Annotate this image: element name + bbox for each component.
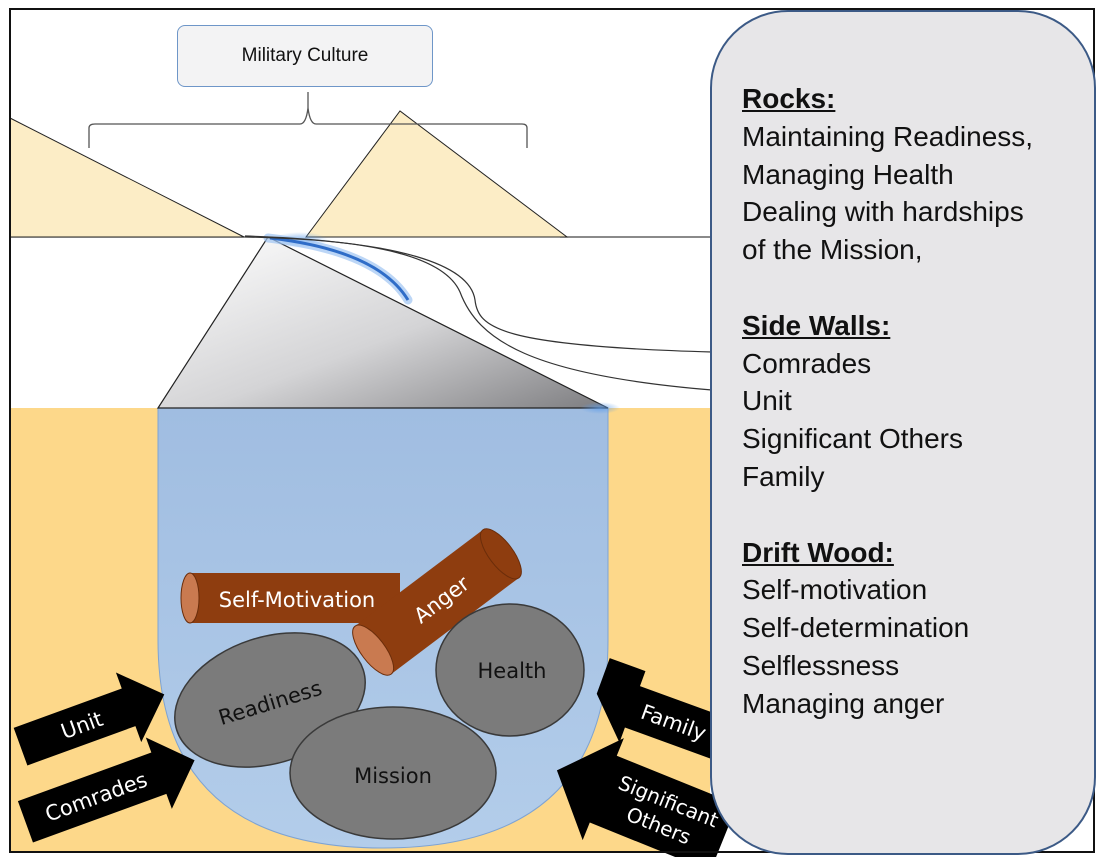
rock-mission-shape: [289, 706, 497, 840]
rock-mission-label: Mission: [354, 764, 432, 788]
title-box: Military Culture: [177, 25, 433, 87]
rock-health: Health: [435, 603, 585, 737]
legend-item: of the Mission,: [742, 234, 923, 266]
legend-item: Dealing with hardships: [742, 196, 1024, 228]
arrow-significant-others-shape: [556, 738, 738, 857]
log-anger-end: [352, 624, 395, 676]
log-self-motivation: Self-Motivation: [180, 572, 400, 624]
legend-item: Significant Others: [742, 423, 963, 455]
legend-item: Maintaining Readiness,: [742, 120, 1034, 152]
log-self-motivation-label: Self-Motivation: [219, 588, 375, 612]
log-self-motivation-body: [190, 573, 400, 623]
legend-item: Comrades: [742, 347, 872, 379]
legend-heading-rocks: Rocks:: [742, 83, 836, 114]
flow-line-outer: [244, 236, 713, 353]
legend-heading-drift-wood: Drift Wood:: [742, 536, 894, 568]
diagram-title: Military Culture: [241, 45, 369, 66]
legend-heading-side-walls: Side Walls:: [742, 309, 891, 341]
legend: Rocks: Maintaining Readiness, Managing H…: [742, 80, 1092, 723]
legend-item: Self-motivation: [742, 574, 928, 606]
log-self-motivation-end: [180, 572, 200, 624]
right-triangle: [305, 110, 569, 238]
legend-spacer: [742, 269, 1092, 307]
rock-health-shape: [435, 603, 585, 737]
legend-item: Managing anger: [742, 687, 945, 719]
glow-spot-bottom: [580, 402, 620, 414]
channel-curve: [269, 236, 410, 301]
legend-spacer: [742, 496, 1092, 534]
legend-panel: [710, 10, 1096, 855]
arrow-unit: Unit: [13, 672, 165, 766]
arrow-family-shape: [596, 658, 729, 760]
grey-triangle: [156, 236, 609, 409]
log-anger-back-end: [479, 528, 522, 580]
log-anger-body: [355, 529, 519, 675]
arrow-comrades-shape: [17, 737, 195, 843]
legend-item: Family: [742, 460, 825, 492]
legend-item: Selflessness: [742, 649, 900, 681]
legend-item: Managing Health: [742, 158, 954, 190]
legend-item: Self-determination: [742, 612, 970, 644]
arrow-unit-shape: [13, 672, 165, 766]
rock-health-label: Health: [478, 659, 547, 683]
rock-mission: Mission: [289, 706, 497, 840]
legend-item: Unit: [742, 385, 792, 417]
